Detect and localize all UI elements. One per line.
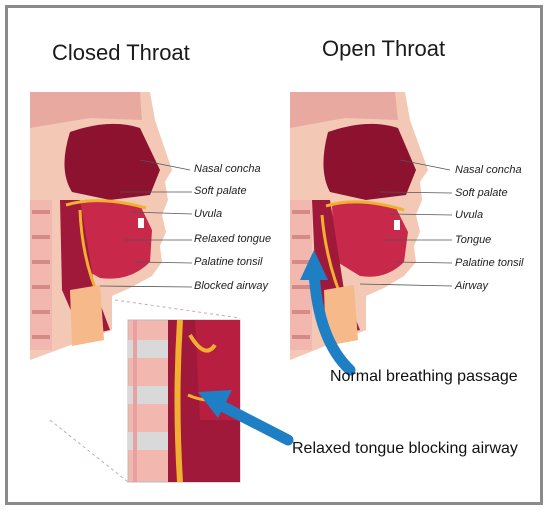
open-label-soft-palate: Soft palate [455, 187, 508, 199]
open-label-nasal-concha: Nasal concha [455, 164, 522, 176]
open-throat-head [290, 92, 452, 360]
closed-label-palatine-tonsil: Palatine tonsil [194, 256, 263, 268]
closed-label-uvula: Uvula [194, 208, 222, 220]
closed-larynx [70, 285, 104, 346]
closed-label-relaxed-tongue: Relaxed tongue [194, 233, 271, 245]
caption-normal-breathing: Normal breathing passage [330, 368, 518, 386]
open-throat-title: Open Throat [322, 36, 445, 62]
closed-spine [30, 200, 52, 350]
closed-label-nasal-concha: Nasal concha [194, 163, 261, 175]
open-label-uvula: Uvula [455, 209, 483, 221]
caption-relaxed-tongue: Relaxed tongue blocking airway [292, 440, 518, 458]
closed-throat-title: Closed Throat [52, 40, 190, 66]
open-tongue [332, 202, 408, 277]
open-label-palatine-tonsil: Palatine tonsil [455, 257, 524, 269]
closed-label-blocked-airway: Blocked airway [194, 280, 268, 292]
open-label-tongue: Tongue [455, 234, 491, 246]
open-label-airway: Airway [455, 280, 488, 292]
closed-label-soft-palate: Soft palate [194, 185, 247, 197]
